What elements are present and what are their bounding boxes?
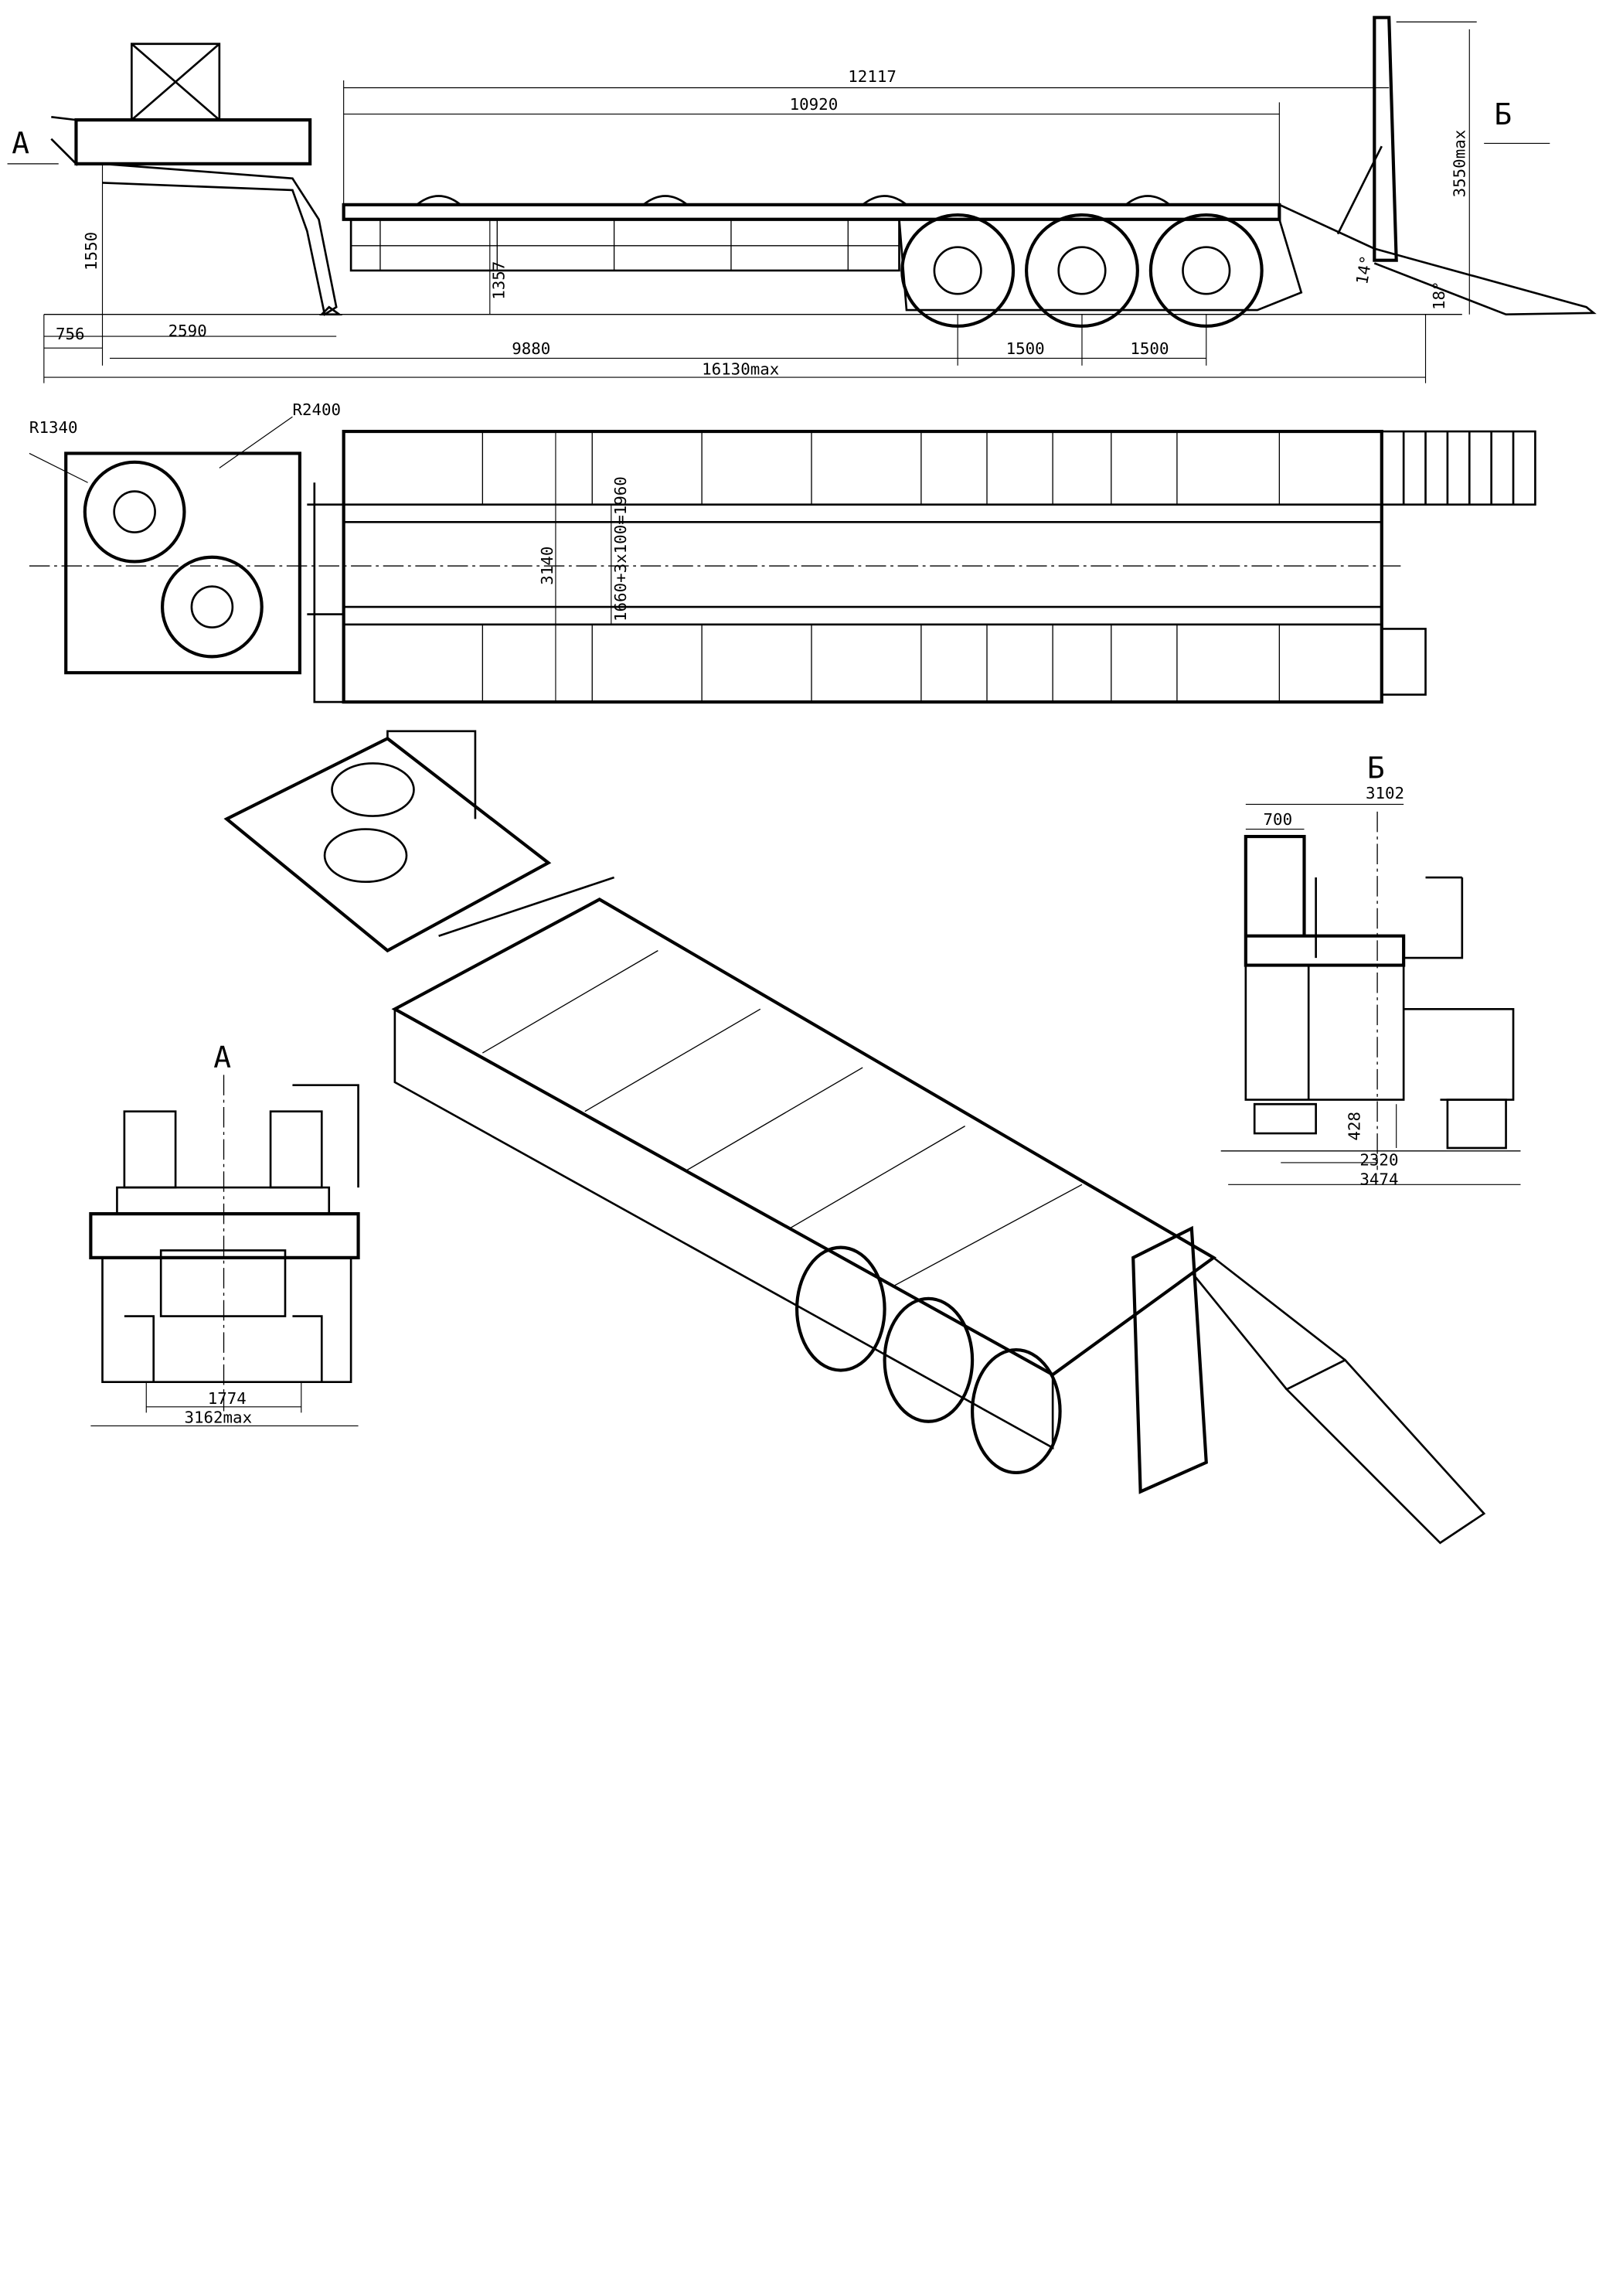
- dim-10920: 10920: [790, 95, 839, 114]
- axle-frame: [898, 218, 1303, 312]
- dim-12117: 12117: [848, 67, 897, 86]
- dim-3102: 3102: [1366, 784, 1404, 802]
- ramp-lowered: [1278, 203, 1597, 316]
- center-beams: [343, 503, 1382, 626]
- dim-1550: 1550: [82, 232, 100, 271]
- iso-wheel-1: [795, 1245, 886, 1372]
- dim-3474: 3474: [1359, 1170, 1398, 1188]
- spare-wheel-2: [160, 555, 264, 659]
- ramp-raised: [1373, 15, 1398, 262]
- ramp-top: [1380, 430, 1536, 506]
- cross-members: [481, 431, 1281, 703]
- dim-700: 700: [1264, 810, 1293, 829]
- dim-1500-a: 1500: [1006, 339, 1045, 358]
- gooseneck-neck: [102, 162, 338, 316]
- front-view-frames: [123, 1084, 359, 1189]
- top-dimension-lines: [29, 416, 612, 703]
- rear-dimension-lines: [1228, 803, 1521, 1185]
- iso-wheel-2: [883, 1296, 975, 1423]
- dim-angle-14: 14°: [1352, 254, 1376, 286]
- dim-756: 756: [56, 325, 85, 343]
- side-view: А Б 12117 10920 3550max 1550 1357 756 25…: [7, 15, 1597, 383]
- rear-logo-plate: [1253, 1102, 1317, 1135]
- iso-deck-panels: [482, 950, 1083, 1288]
- top-view: R1340 R2400 3140 1660+3x100=1960: [29, 400, 1536, 704]
- front-beam: [50, 116, 77, 167]
- main-deck: [342, 203, 1281, 221]
- dim-428: 428: [1345, 1112, 1363, 1141]
- iso-rear-ramp-frame: [1131, 1225, 1208, 1494]
- dim-1357: 1357: [490, 261, 509, 300]
- dim-9880: 9880: [512, 339, 550, 358]
- spare-wheel-frame: [131, 43, 221, 121]
- dim-r2400: R2400: [292, 400, 341, 419]
- iso-deck: [391, 898, 1217, 1377]
- dim-16130max: 16130max: [702, 359, 779, 378]
- iso-ramp: [1284, 1358, 1486, 1545]
- side-frame: [349, 218, 900, 272]
- dim-1660-1960: 1660+3x100=1960: [611, 476, 630, 622]
- deck-top: [342, 429, 1383, 704]
- raised-ramp: [1244, 834, 1406, 967]
- front-dimension-lines: [90, 1381, 359, 1426]
- dim-3140: 3140: [538, 547, 556, 585]
- front-view-a: А 1774 3162max: [89, 1041, 360, 1427]
- front-view-title: А: [213, 1041, 231, 1075]
- rear-view-title: Б: [1367, 751, 1385, 785]
- dim-1500-b: 1500: [1130, 339, 1169, 358]
- view-marker-a: А: [12, 127, 29, 161]
- dimension-lines: [43, 21, 1477, 383]
- dim-1774: 1774: [208, 1389, 247, 1408]
- ramp-cylinder: [1336, 145, 1383, 235]
- dim-2320: 2320: [1359, 1151, 1398, 1170]
- rear-ramp-folded: [1446, 1099, 1507, 1150]
- view-marker-b: Б: [1494, 97, 1512, 131]
- iso-gooseneck: [223, 736, 552, 953]
- spare-wheel-1: [83, 460, 186, 564]
- isometric-view: [223, 730, 1486, 1545]
- iso-wheel-3: [971, 1347, 1062, 1475]
- gooseneck-platform: [74, 118, 312, 165]
- rear-view-b: Б 3102 700 428 2320 3474: [1220, 751, 1521, 1188]
- dim-2590: 2590: [168, 322, 207, 340]
- gooseneck-top: [64, 451, 301, 675]
- dim-3162max: 3162max: [184, 1409, 252, 1427]
- dim-r1340: R1340: [29, 418, 78, 437]
- dim-3550max: 3550max: [1451, 130, 1469, 198]
- dim-angle-18: 18°: [1430, 281, 1448, 310]
- deck-lashing-points: [416, 195, 1171, 206]
- front-view-wheels: [101, 1257, 352, 1383]
